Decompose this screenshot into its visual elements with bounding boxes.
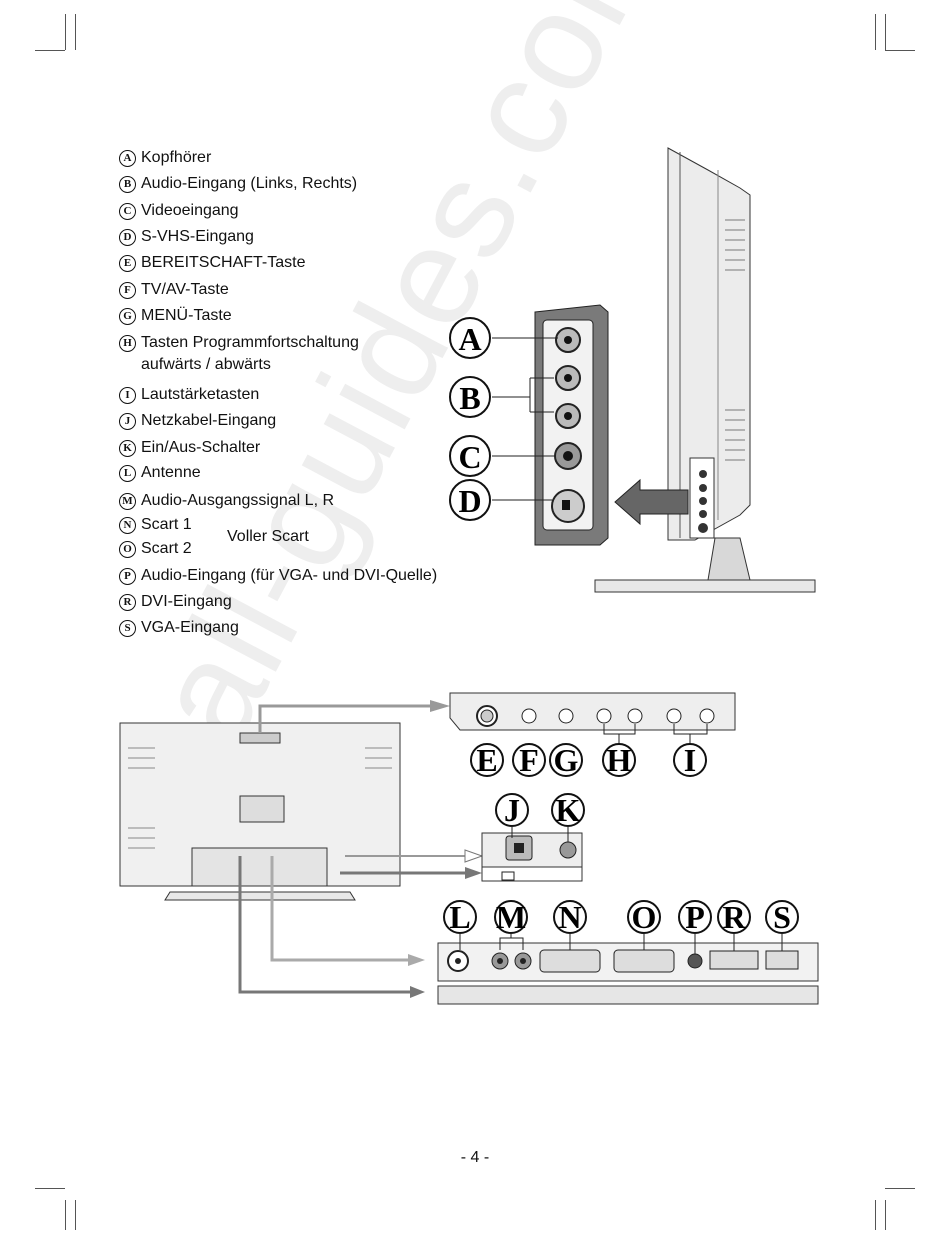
legend-text: Kopfhörer [141,149,212,166]
legend-letter: P [119,568,136,585]
crop-mark [75,1200,76,1230]
connector-label: N [558,899,581,935]
tv-rear-view: E F G H I J K L M N O P R S [119,692,819,1005]
legend-item: D S-VHS-Eingang [119,227,254,247]
legend-item: A Kopfhörer [119,148,211,168]
legend-letter: M [119,493,136,510]
tv-side-view: A B C D [449,147,816,593]
side-label: C [458,439,481,475]
legend-item: H Tasten Programmfortschaltung [119,333,359,353]
legend-item: G MENÜ-Taste [119,306,232,326]
legend-item: M Audio-Ausgangssignal L, R [119,491,334,511]
legend-letter: C [119,203,136,220]
legend-text: DVI-Eingang [141,593,232,610]
legend-text: aufwärts / abwärts [141,356,271,373]
legend-text: Antenne [141,464,201,481]
legend-item: P Audio-Eingang (für VGA- und DVI-Quelle) [119,566,437,586]
crop-mark [35,50,65,51]
legend-letter: A [119,150,136,167]
legend-text: TV/AV-Taste [141,281,229,298]
legend-text: Ein/Aus-Schalter [141,439,261,456]
legend-item: N Scart 1 [119,515,192,535]
connector-label: R [722,899,746,935]
legend-letter: L [119,465,136,482]
connector-label: M [496,899,526,935]
power-label: K [556,792,581,828]
legend-item: S VGA-Eingang [119,618,239,638]
crop-mark [65,1200,66,1230]
legend-text: S-VHS-Eingang [141,228,254,245]
legend-text: BEREITSCHAFT-Taste [141,254,306,271]
legend-letter: I [119,387,136,404]
crop-mark [885,50,915,51]
crop-mark [875,14,876,50]
side-label: A [458,321,481,357]
legend-text: Videoeingang [141,202,239,219]
button-label: F [519,742,539,778]
legend-item: K Ein/Aus-Schalter [119,438,260,458]
crop-mark [35,1188,65,1189]
voller-scart-note: Voller Scart [227,528,309,545]
crop-mark [75,14,76,50]
button-label: H [607,742,632,778]
power-label: J [504,792,520,828]
legend-letter: D [119,229,136,246]
crop-mark [885,1188,915,1189]
legend-text: Audio-Ausgangssignal L, R [141,492,335,509]
legend-item: B Audio-Eingang (Links, Rechts) [119,174,357,194]
legend-letter: O [119,541,136,558]
connector-label: P [685,899,705,935]
legend-letter: G [119,308,136,325]
legend-item: J Netzkabel-Eingang [119,411,276,431]
legend-letter: H [119,335,136,352]
legend-text: Lautstärketasten [141,386,260,403]
legend-item: L Antenne [119,463,201,483]
legend-letter: R [119,594,136,611]
crop-mark [885,14,886,50]
connector-label: O [632,899,657,935]
legend-item-continued: aufwärts / abwärts [141,355,271,375]
legend-text: Tasten Programmfortschaltung [141,334,359,351]
side-label: D [458,483,481,519]
button-label: I [684,742,696,778]
legend-letter: E [119,255,136,272]
legend-text: VGA-Eingang [141,619,239,636]
legend-letter: K [119,440,136,457]
button-label: G [554,742,579,778]
legend-text: Scart 2 [141,540,192,557]
page-number: - 4 - [460,1149,490,1166]
legend-letter: F [119,282,136,299]
legend-letter: J [119,413,136,430]
legend-text: Audio-Eingang (Links, Rechts) [141,175,358,192]
crop-mark [65,14,66,50]
legend-letter: S [119,620,136,637]
legend-item: O Scart 2 [119,539,192,559]
crop-mark [875,1200,876,1230]
connector-label: L [449,899,470,935]
connector-label: S [773,899,791,935]
side-label: B [459,380,480,416]
legend-text: MENÜ-Taste [141,307,232,324]
legend-item: I Lautstärketasten [119,385,259,405]
legend-text: Netzkabel-Eingang [141,412,277,429]
legend-letter: B [119,176,136,193]
legend-text: Audio-Eingang (für VGA- und DVI-Quelle) [141,567,438,584]
legend-item: R DVI-Eingang [119,592,232,612]
legend-item: E BEREITSCHAFT-Taste [119,253,305,273]
legend-letter: N [119,517,136,534]
legend-item: F TV/AV-Taste [119,280,229,300]
legend-item: C Videoeingang [119,201,239,221]
legend-text: Scart 1 [141,516,192,533]
button-label: E [476,742,497,778]
crop-mark [885,1200,886,1230]
